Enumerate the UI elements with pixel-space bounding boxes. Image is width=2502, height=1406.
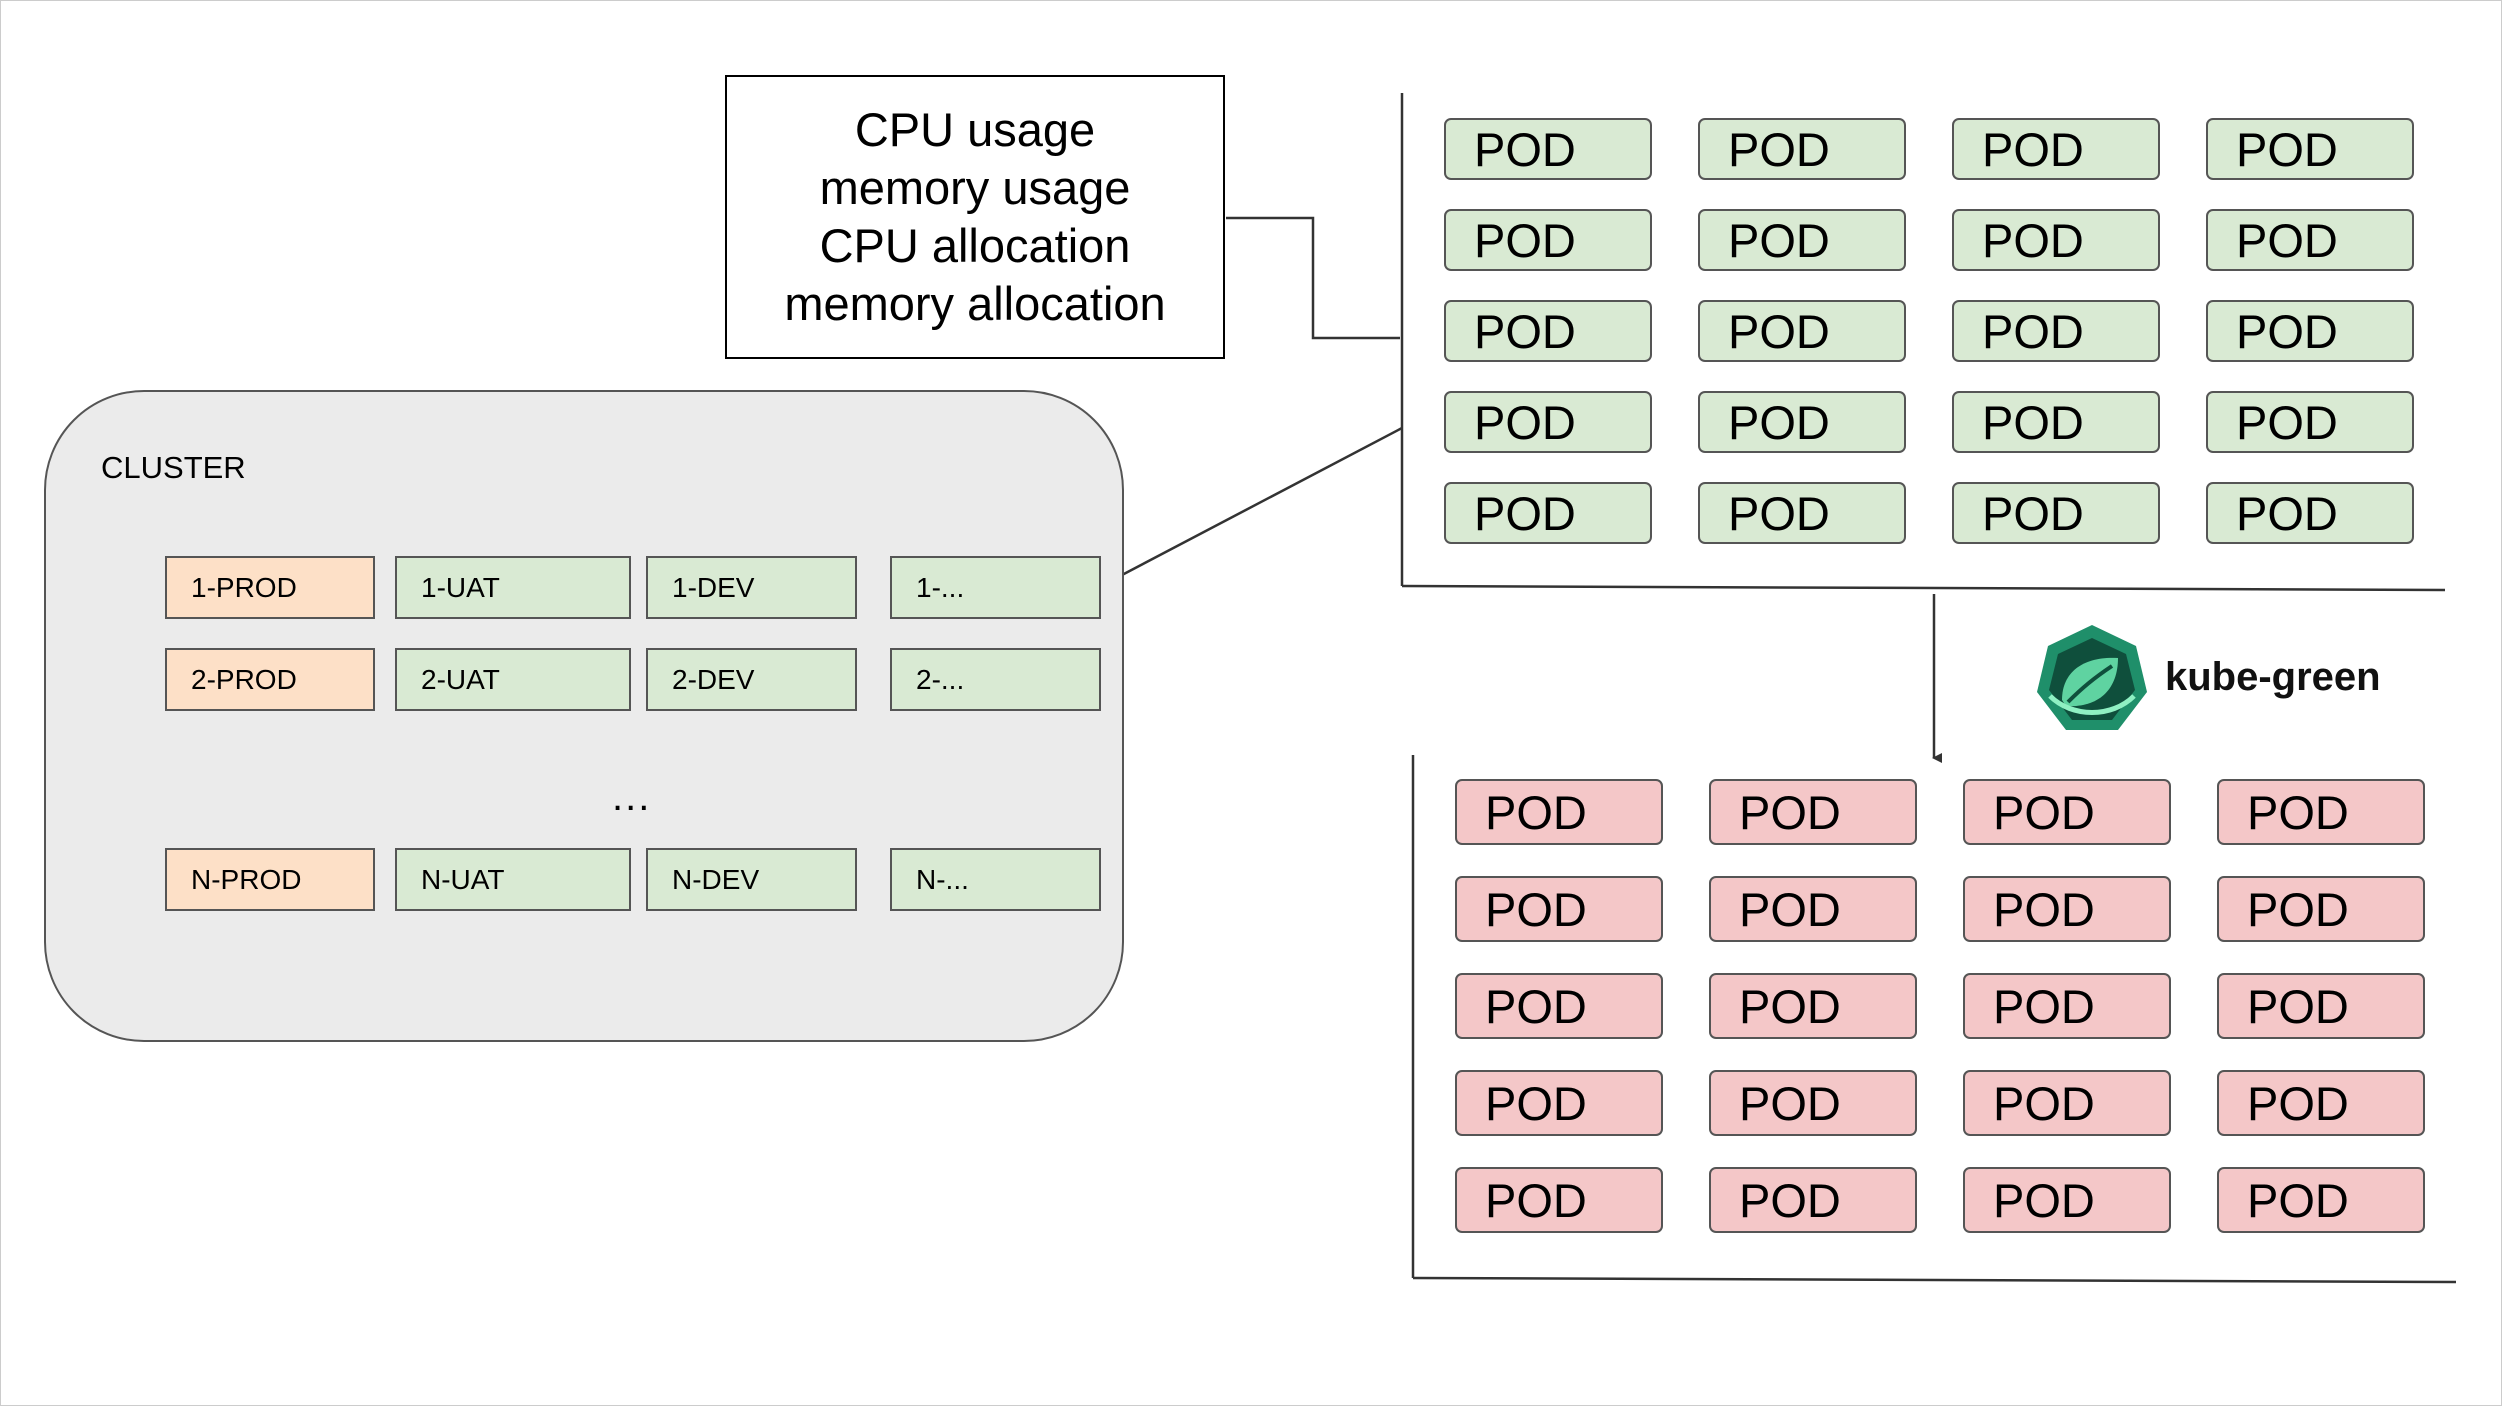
kube-green-logo-icon (2037, 625, 2147, 730)
sleeping-pod: POD (1709, 1070, 1917, 1136)
active-pod: POD (2206, 391, 2414, 453)
sleeping-pod: POD (1963, 779, 2171, 845)
metric-memory-allocation: memory allocation (784, 277, 1166, 330)
metrics-box: CPU usage memory usage CPU allocation me… (725, 75, 1225, 359)
namespace-2-uat: 2-UAT (395, 648, 631, 711)
active-pod: POD (2206, 209, 2414, 271)
cluster-container (44, 390, 1124, 1042)
namespace-n-prod: N-PROD (165, 848, 375, 911)
active-pod: POD (2206, 118, 2414, 180)
namespace-ellipsis: ... (612, 775, 652, 819)
metric-cpu-allocation: CPU allocation (819, 219, 1131, 272)
sleeping-pod: POD (1709, 876, 1917, 942)
namespace-2-prod: 2-PROD (165, 648, 375, 711)
namespace-connector (1100, 426, 1403, 588)
sleeping-pod: POD (2217, 1070, 2425, 1136)
metric-memory-usage: memory usage (819, 161, 1131, 214)
active-pod: POD (1952, 209, 2160, 271)
sleeping-pod: POD (1455, 876, 1663, 942)
sleeping-pods-axis-horizontal (1412, 1276, 2457, 1284)
active-pod: POD (2206, 300, 2414, 362)
namespace-n-dev: N-DEV (646, 848, 857, 911)
sleeping-pod: POD (1455, 1070, 1663, 1136)
active-pod: POD (1698, 118, 1906, 180)
sleeping-pod: POD (1455, 973, 1663, 1039)
sleeping-pod: POD (1963, 973, 2171, 1039)
sleeping-pod: POD (1963, 1167, 2171, 1233)
active-pod: POD (1444, 209, 1652, 271)
sleeping-pod: POD (1455, 779, 1663, 845)
metric-cpu-usage: CPU usage (854, 103, 1096, 156)
namespace-1-prod: 1-PROD (165, 556, 375, 619)
sleeping-pod: POD (1963, 876, 2171, 942)
sleeping-pod: POD (2217, 876, 2425, 942)
namespace-1-more: 1-... (890, 556, 1101, 619)
cluster-label: CLUSTER (101, 450, 246, 485)
sleeping-pod: POD (2217, 779, 2425, 845)
active-pod: POD (1698, 300, 1906, 362)
active-pod: POD (1444, 300, 1652, 362)
active-pod: POD (1952, 300, 2160, 362)
kube-green-name: kube-green (2165, 655, 2381, 699)
namespace-1-dev: 1-DEV (646, 556, 857, 619)
active-pods-axis-horizontal (1401, 584, 2446, 592)
active-pod: POD (1698, 209, 1906, 271)
namespace-n-more: N-... (890, 848, 1101, 911)
active-pod: POD (1444, 118, 1652, 180)
sleeping-pod: POD (1709, 973, 1917, 1039)
active-pod: POD (1698, 391, 1906, 453)
metrics-connector (1226, 216, 1400, 340)
namespace-1-uat: 1-UAT (395, 556, 631, 619)
sleeping-pod: POD (1455, 1167, 1663, 1233)
sleeping-pod: POD (1709, 1167, 1917, 1233)
sleeping-pod: POD (1963, 1070, 2171, 1136)
active-pod: POD (2206, 482, 2414, 544)
sleeping-pod: POD (1709, 779, 1917, 845)
active-pod: POD (1952, 391, 2160, 453)
active-pod: POD (1444, 482, 1652, 544)
sleeping-pod: POD (2217, 1167, 2425, 1233)
namespace-n-uat: N-UAT (395, 848, 631, 911)
active-pod: POD (1952, 482, 2160, 544)
sleeping-pod: POD (2217, 973, 2425, 1039)
active-pod: POD (1444, 391, 1652, 453)
active-pod: POD (1952, 118, 2160, 180)
namespace-2-dev: 2-DEV (646, 648, 857, 711)
active-pod: POD (1698, 482, 1906, 544)
namespace-2-more: 2-... (890, 648, 1101, 711)
